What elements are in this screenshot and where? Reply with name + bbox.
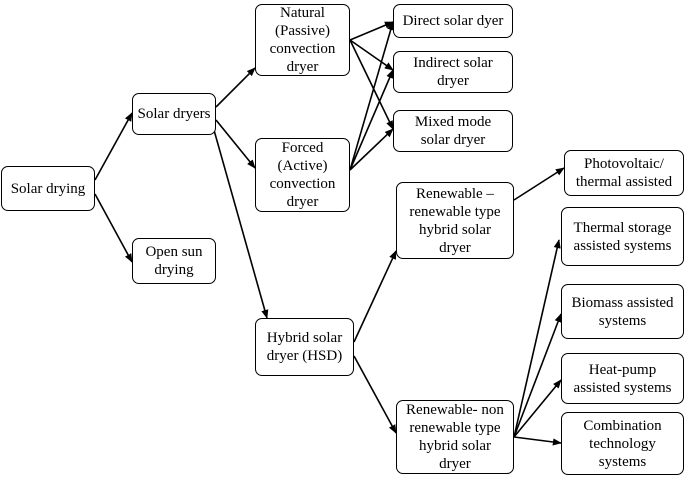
node-thermal-storage-systems: Thermal storage assisted systems	[561, 207, 684, 266]
node-renewable-nonrenewable-hybrid: Renewable- non renewable type hybrid sol…	[396, 400, 514, 474]
arrow-rn-to-biomass	[513, 313, 562, 438]
arrow-drying-to-opensun	[94, 193, 133, 263]
arrow-rn-to-heatpump	[513, 379, 562, 438]
arrow-natural-to-mixed	[349, 39, 394, 130]
node-photovoltaic-thermal-assisted: Photovoltaic/ thermal assisted	[564, 150, 684, 196]
arrow-forced-to-mixed	[349, 128, 394, 171]
node-hybrid-solar-dryer: Hybrid solar dryer (HSD)	[255, 318, 354, 376]
arrow-dryers-to-natural	[215, 67, 256, 108]
arrow-rr-to-pv	[513, 167, 565, 201]
node-biomass-assisted-systems: Biomass assisted systems	[561, 284, 684, 339]
arrow-dryers-to-forced	[215, 119, 256, 169]
arrow-hybrid-to-rr	[353, 250, 397, 343]
node-forced-convection-dryer: Forced (Active) convection dryer	[255, 138, 350, 212]
arrow-hybrid-to-rn	[353, 355, 397, 434]
arrow-rn-to-thermal	[513, 239, 561, 438]
node-solar-dryers: Solar dryers	[132, 93, 216, 135]
arrow-forced-to-direct	[349, 21, 395, 171]
arrow-rn-to-combination	[513, 436, 562, 446]
arrow-natural-to-direct	[349, 21, 394, 41]
node-renewable-renewable-hybrid: Renewable – renewable type hybrid solar …	[396, 182, 514, 259]
node-mixed-mode-solar-dryer: Mixed mode solar dryer	[393, 110, 513, 152]
arrow-dryers-to-hybrid	[211, 122, 269, 319]
node-combination-technology-systems: Combination technology systems	[561, 412, 684, 475]
node-natural-convection-dryer: Natural (Passive) convection dryer	[255, 4, 350, 76]
arrow-drying-to-dryers	[94, 112, 133, 181]
node-heat-pump-assisted-systems: Heat-pump assisted systems	[561, 353, 684, 404]
node-indirect-solar-dryer: Indirect solar dryer	[393, 51, 513, 93]
arrow-forced-to-indirect	[349, 69, 394, 171]
arrow-natural-to-indirect	[349, 39, 394, 71]
node-solar-drying: Solar drying	[1, 166, 95, 211]
node-direct-solar-dyer: Direct solar dyer	[393, 4, 513, 38]
node-open-sun-drying: Open sun drying	[132, 238, 216, 284]
